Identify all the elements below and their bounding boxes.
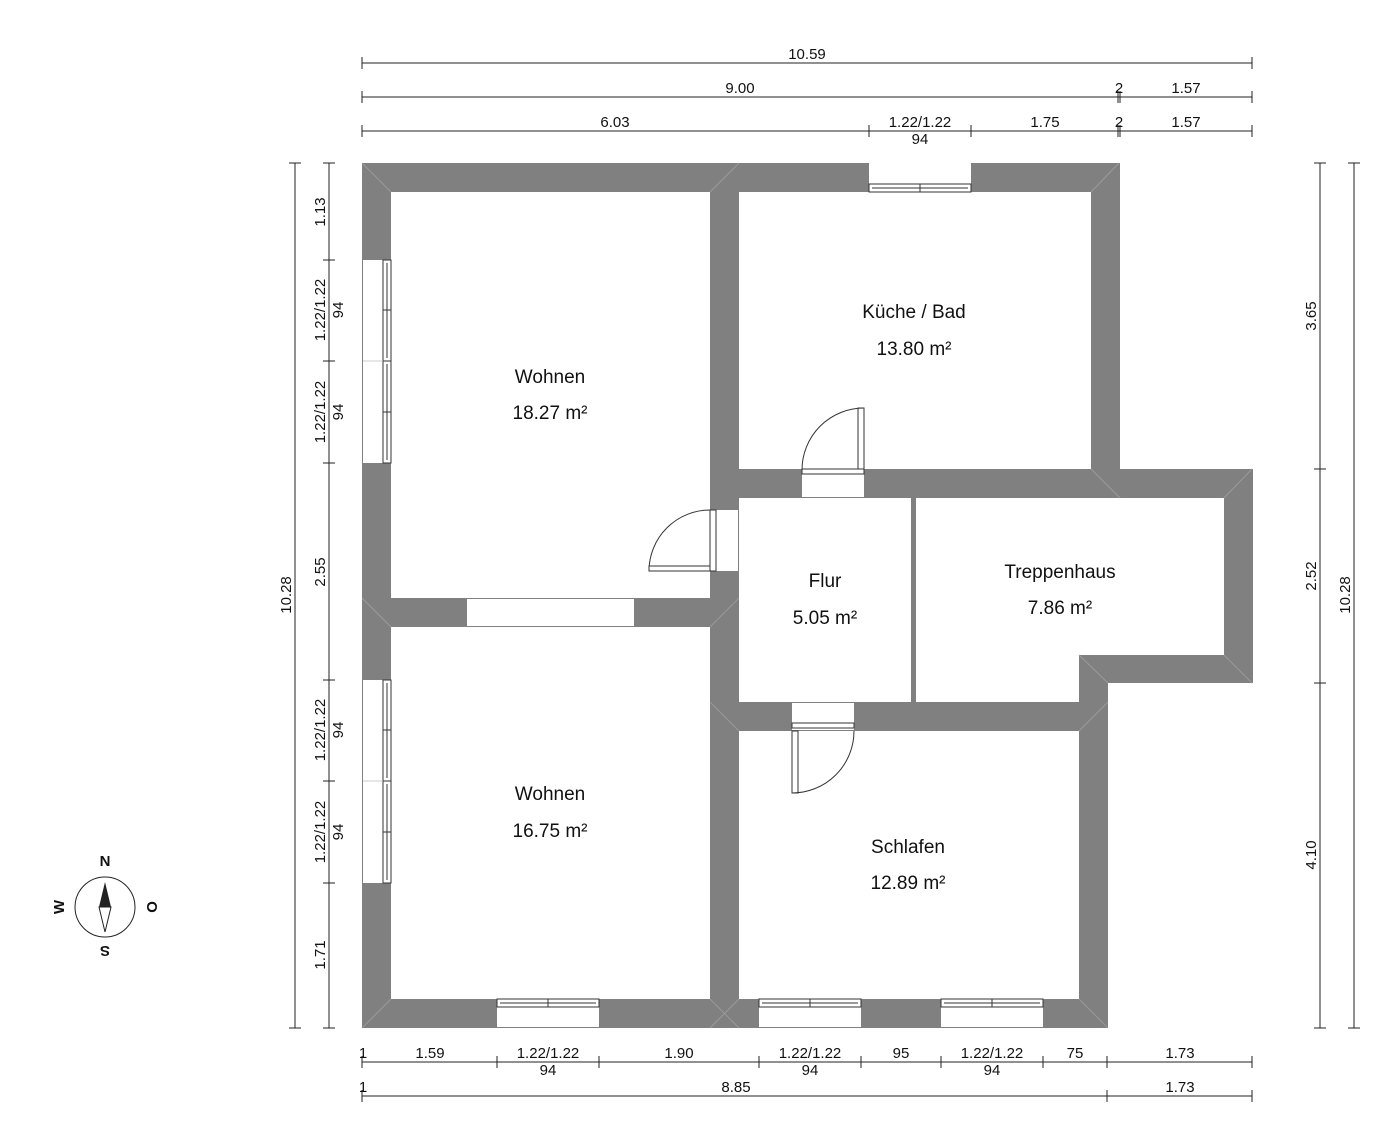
room-area-kueche-bad: 13.80 m²: [877, 339, 952, 360]
door-wohnen: [648, 509, 717, 572]
room-name-wohnen-top: Wohnen: [515, 367, 585, 388]
wall-top-left: [362, 163, 739, 192]
dim-left-win-3: 1.22/1.22: [312, 699, 329, 762]
window-left-3: [382, 679, 392, 782]
window-left-2: [382, 360, 392, 464]
door-schlafen: [791, 722, 855, 794]
dim-left-win-4: 1.22/1.22: [312, 801, 329, 864]
wall-kueche-bottom: [710, 469, 1252, 498]
dim-left-seg-1: 1.13: [312, 197, 329, 226]
dim-bottom-win-3: 1.22/1.22: [961, 1045, 1024, 1062]
dim-right-seg-1: 3.65: [1303, 301, 1320, 330]
windows: [363, 183, 1044, 1008]
dim-left-win-2: 1.22/1.22: [312, 381, 329, 444]
dim-right-total: 10.28: [1337, 576, 1354, 614]
compass-east: O: [143, 901, 160, 913]
dim-left-win-3-sub: 94: [330, 722, 347, 739]
room-area-schlafen: 12.89 m²: [871, 873, 946, 894]
dimension-lines-top: 10.59 9.00 2 1.57 6.03 1.22/1.22 94 1.75…: [361, 46, 1253, 148]
window-bottom-3: [940, 998, 1044, 1008]
window-bottom-2: [758, 998, 862, 1008]
dim-bottom-win-3-sub: 94: [984, 1062, 1001, 1079]
dim-bottom-seg-d: 75: [1067, 1045, 1084, 1062]
dim-left-seg-3: 1.71: [312, 940, 329, 969]
dim-bottom-seg-b: 1.90: [664, 1045, 693, 1062]
walls: [362, 163, 1253, 1028]
dim-top-mid-c: 1.57: [1171, 80, 1200, 97]
dim-bottom-win-1: 1.22/1.22: [517, 1045, 580, 1062]
dim-bottom2-seg-0: 1: [359, 1079, 367, 1096]
door-kueche: [801, 407, 865, 475]
dim-bottom-seg-c: 95: [893, 1045, 910, 1062]
wall-interior-vertical-1: [710, 163, 739, 1028]
wall-flur-treppenhaus: [911, 498, 916, 702]
dim-top-seg-window-sub: 94: [912, 131, 929, 148]
room-name-flur: Flur: [809, 571, 842, 592]
room-name-treppenhaus: Treppenhaus: [1004, 562, 1115, 583]
dim-top-total: 10.59: [788, 46, 826, 63]
dim-bottom2-right: 1.73: [1165, 1079, 1194, 1096]
window-top-kueche: [868, 183, 972, 193]
dim-bottom-win-2-sub: 94: [802, 1062, 819, 1079]
dim-bottom-win-2: 1.22/1.22: [779, 1045, 842, 1062]
wall-miters: [361, 162, 1253, 1029]
dimension-lines-right: 3.65 2.52 4.10 10.28: [1303, 162, 1360, 1029]
wall-flur-bottom: [710, 702, 1108, 731]
openings: [363, 260, 1043, 1027]
dim-left-win-1-sub: 94: [330, 302, 347, 319]
dim-top-seg-c: 2: [1115, 114, 1123, 131]
window-left-4: [382, 780, 392, 884]
dim-top-mid-a: 9.00: [725, 80, 754, 97]
room-name-wohnen-bottom: Wohnen: [515, 784, 585, 805]
compass-north: N: [100, 853, 111, 870]
wall-top-right-a: [737, 163, 869, 192]
room-area-flur: 5.05 m²: [793, 608, 857, 629]
dim-top-seg-b: 1.75: [1030, 114, 1059, 131]
wall-treppenhaus-right: [1224, 469, 1253, 683]
dim-left-win-4-sub: 94: [330, 824, 347, 841]
dim-top-seg-d: 1.57: [1171, 114, 1200, 131]
dim-left-seg-2: 2.55: [312, 557, 329, 586]
dim-top-seg-window: 1.22/1.22: [889, 114, 952, 131]
dim-bottom-seg-a: 1.59: [415, 1045, 444, 1062]
compass-west: W: [51, 899, 68, 914]
dim-left-total: 10.28: [278, 576, 295, 614]
dim-right-seg-3: 4.10: [1303, 840, 1320, 869]
wall-kueche-right: [1091, 163, 1120, 498]
dim-bottom2-total: 8.85: [721, 1079, 750, 1096]
compass-icon: N S O W: [51, 853, 160, 959]
dimension-lines-bottom: 1 1.59 1.22/1.22 94 1.90 1.22/1.22 94 95…: [359, 1045, 1253, 1102]
window-bottom-1: [496, 998, 600, 1008]
dimension-lines-left: 10.28 1.13 1.22/1.22 94 1.22/1.22 94 2.5…: [278, 162, 347, 1029]
dim-left-win-1: 1.22/1.22: [312, 279, 329, 342]
dim-right-seg-2: 2.52: [1303, 561, 1320, 590]
doors: [648, 407, 865, 794]
dim-bottom-seg-e: 1.73: [1165, 1045, 1194, 1062]
compass-south: S: [100, 942, 110, 959]
dim-bottom-win-1-sub: 94: [540, 1062, 557, 1079]
dim-bottom-seg-0: 1: [359, 1045, 367, 1062]
room-name-schlafen: Schlafen: [871, 837, 945, 858]
dim-top-seg-a: 6.03: [600, 114, 629, 131]
room-name-kueche-bad: Küche / Bad: [862, 302, 966, 323]
dim-left-win-2-sub: 94: [330, 404, 347, 421]
room-area-wohnen-top: 18.27 m²: [513, 403, 588, 424]
room-area-treppenhaus: 7.86 m²: [1028, 598, 1092, 619]
dim-top-mid-b: 2: [1115, 80, 1123, 97]
room-area-wohnen-bottom: 16.75 m²: [513, 821, 588, 842]
window-left-1: [382, 259, 392, 362]
room-labels: Wohnen 18.27 m² Küche / Bad 13.80 m² Flu…: [513, 302, 1116, 894]
